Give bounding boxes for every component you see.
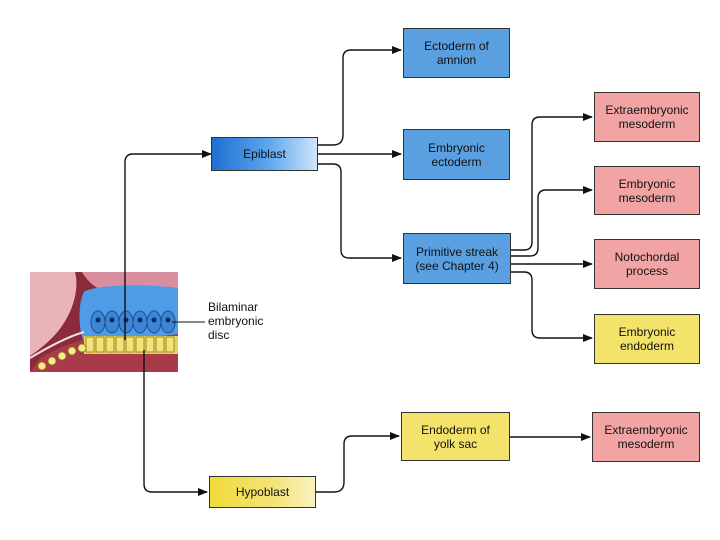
extraembryonic-mesoderm-top-box: Extraembryonic mesoderm <box>594 92 700 142</box>
connector-streak-to-extraembryonic-mesoderm <box>511 113 593 251</box>
embryonic-endoderm-box: Embryonic endoderm <box>594 314 700 364</box>
connector-streak-to-embryonic-mesoderm <box>511 186 593 257</box>
connector-hypoblast-to-endoderm-yolk-sac <box>316 432 400 493</box>
bilaminar-disc-label: Bilaminar embryonic disc <box>208 300 264 342</box>
embryonic-ectoderm-box: Embryonic ectoderm <box>403 129 510 180</box>
epiblast-box: Epiblast <box>211 137 318 171</box>
endoderm-of-yolk-sac-box: Endoderm of yolk sac <box>401 412 510 461</box>
connector-streak-to-embryonic-endoderm <box>511 271 593 342</box>
hypoblast-box: Hypoblast <box>209 476 316 508</box>
embryonic-mesoderm-box: Embryonic mesoderm <box>594 166 700 215</box>
primitive-streak-box: Primitive streak (see Chapter 4) <box>403 233 511 284</box>
extraembryonic-mesoderm-bottom-box: Extraembryonic mesoderm <box>592 412 700 462</box>
ectoderm-of-amnion-box: Ectoderm of amnion <box>403 28 510 78</box>
connector-epiblast-to-ectoderm-amnion <box>318 46 402 146</box>
connector-disc-to-hypoblast <box>143 350 208 496</box>
connector-disc-to-epiblast <box>124 150 212 340</box>
notochordal-process-box: Notochordal process <box>594 239 700 289</box>
connector-epiblast-to-primitive-streak <box>318 163 402 262</box>
bilaminar-disc-illustration <box>30 272 178 372</box>
